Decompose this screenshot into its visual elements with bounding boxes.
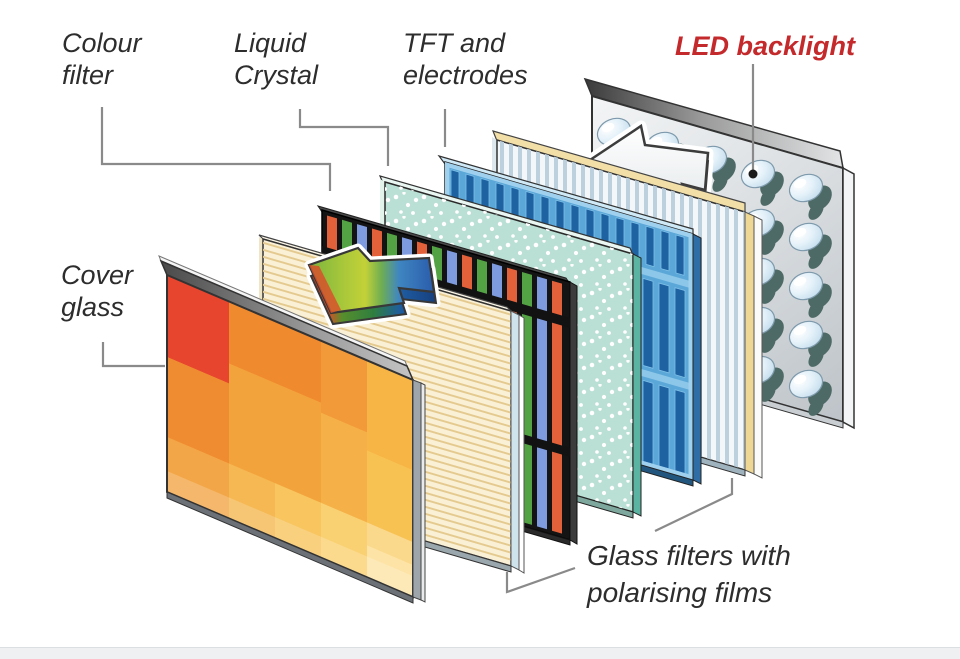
leader-led-dot bbox=[748, 169, 758, 179]
label-liquid-crystal: Liquid Crystal bbox=[234, 28, 319, 90]
leader-cover-glass bbox=[101, 342, 165, 368]
label-colour-filter: Colour filter bbox=[62, 28, 142, 90]
bottom-edge-strip bbox=[0, 647, 960, 659]
label-tft-electrodes: TFT and electrodes bbox=[403, 28, 528, 90]
light-path-arrow-rainbow-icon bbox=[304, 243, 441, 329]
leader-glass-filters-right bbox=[654, 478, 734, 532]
cover-glass-panel bbox=[158, 255, 426, 604]
leader-glass-filters-left bbox=[505, 566, 576, 594]
leader-liquid-crystal bbox=[298, 109, 390, 166]
leader-lines bbox=[100, 64, 755, 594]
label-cover-glass: Cover glass bbox=[61, 260, 134, 322]
label-glass-filters: Glass filters with polarising films bbox=[587, 540, 791, 608]
leader-colour-filter bbox=[100, 107, 332, 191]
label-led-backlight: LED backlight bbox=[675, 31, 856, 61]
